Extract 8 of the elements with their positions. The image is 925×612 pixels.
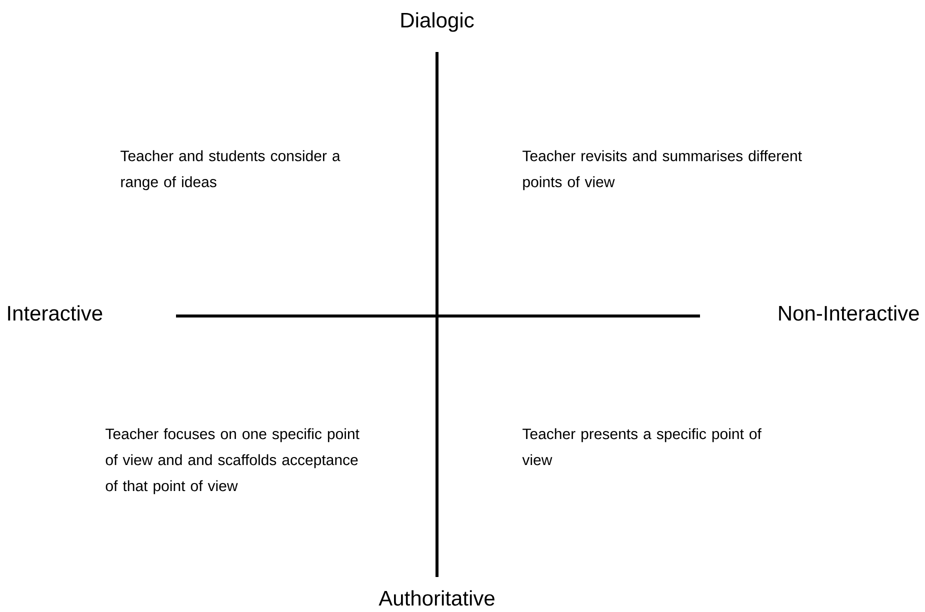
axis-label: Interactive xyxy=(8,305,102,321)
quadrant-text: Teacher focuses on one specific point of view and and scaffolds acceptance of that point of view xyxy=(106,428,360,494)
axis-label: Non-Interactive xyxy=(779,305,919,321)
quadrant-text: Teacher and students consider a range of ideas xyxy=(120,150,340,190)
axis-label: Authoritative xyxy=(378,590,494,606)
quadrant-text: Teacher revisits and summarises different points of view xyxy=(522,150,802,190)
quadrant-text: Teacher presents a specific point of view xyxy=(522,428,762,466)
axis-label: Dialogic xyxy=(401,12,474,32)
